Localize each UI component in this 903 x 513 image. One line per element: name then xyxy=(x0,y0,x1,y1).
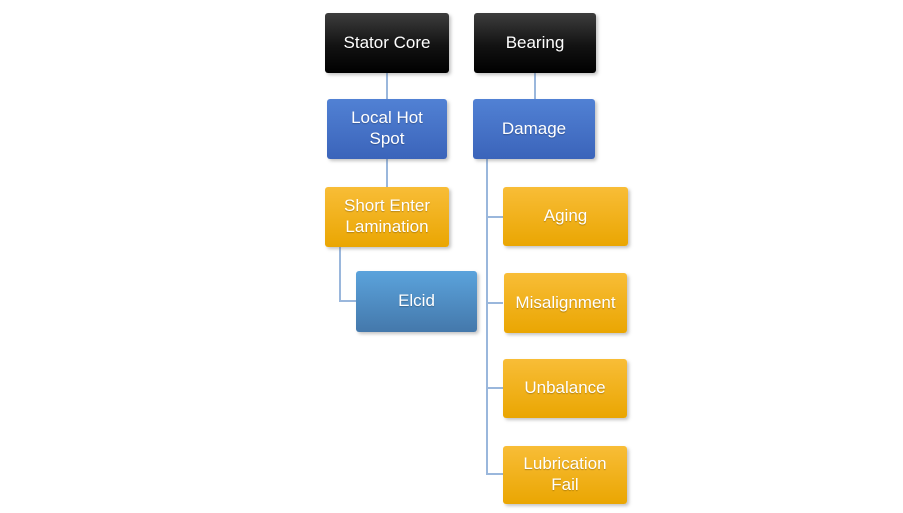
node-unbalance: Unbalance xyxy=(503,359,627,418)
node-misalignment-label: Misalignment xyxy=(515,292,616,312)
node-local-hot-spot-label: Local Hot Spot xyxy=(351,108,423,148)
node-lubrication-fail: Lubrication Fail xyxy=(503,446,627,504)
node-elcid-label: Elcid xyxy=(398,291,435,311)
node-lubrication-fail-label: Lubrication Fail xyxy=(523,454,607,494)
node-stator-core: Stator Core xyxy=(325,13,449,73)
connector-branch-aging xyxy=(486,216,503,218)
node-unbalance-label: Unbalance xyxy=(524,378,606,398)
node-elcid: Elcid xyxy=(356,271,477,332)
connector-branch-misalignment xyxy=(486,302,503,304)
node-local-hot-spot: Local Hot Spot xyxy=(327,99,447,159)
connector-short-enter-lamination-to-elcid-horizontal xyxy=(339,300,356,302)
connector-bearing-to-damage xyxy=(534,73,536,99)
node-bearing: Bearing xyxy=(474,13,596,73)
connector-damage-trunk xyxy=(486,159,488,475)
node-damage: Damage xyxy=(473,99,595,159)
connector-branch-unbalance xyxy=(486,387,503,389)
node-stator-core-label: Stator Core xyxy=(343,32,431,52)
node-misalignment: Misalignment xyxy=(504,273,627,333)
node-short-enter-lamination-label: Short Enter Lamination xyxy=(344,196,430,236)
node-aging: Aging xyxy=(503,187,628,246)
connector-branch-lubrication-fail xyxy=(486,473,503,475)
connector-stator-core-to-local-hot-spot xyxy=(386,73,388,99)
node-short-enter-lamination: Short Enter Lamination xyxy=(325,187,449,247)
connector-short-enter-lamination-to-elcid-vertical xyxy=(339,247,341,302)
connector-local-hot-spot-to-short-enter-lamination xyxy=(386,159,388,187)
node-aging-label: Aging xyxy=(543,206,588,226)
node-bearing-label: Bearing xyxy=(505,32,565,52)
node-damage-label: Damage xyxy=(501,118,567,138)
